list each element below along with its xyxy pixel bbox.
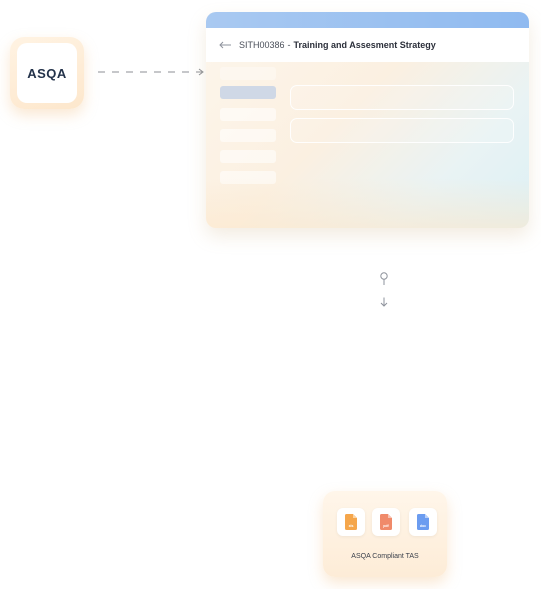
pin-icon [380,272,388,285]
tas-window-preview: SITH00386 - Training and Assesment Strat… [206,12,529,228]
sidebar-item[interactable] [220,108,276,121]
content-field[interactable] [290,118,514,143]
page-title: Training and Assesment Strategy [293,40,436,50]
course-code: SITH00386 [239,40,285,50]
sidebar-item[interactable] [220,150,276,163]
doc-file-icon[interactable]: doc [409,508,437,536]
content-field[interactable] [290,85,514,110]
files-caption: ASQA Compliant TAS [351,553,419,560]
asqa-logo: ASQA [17,43,77,103]
asqa-logo-text: ASQA [27,65,67,81]
sidebar-item-active[interactable] [220,86,276,99]
file-type-label: xls [348,524,354,528]
arrow-down-icon [380,297,388,307]
file-type-label: pdf [383,524,389,528]
sidebar-item[interactable] [220,171,276,184]
window-header: SITH00386 - Training and Assesment Strat… [206,28,529,62]
sidebar-item[interactable] [220,129,276,142]
sidebar-item[interactable] [220,67,276,80]
asqa-logo-card: ASQA [10,37,84,109]
arrow-left-icon[interactable] [219,41,231,49]
output-files-card: xls pdf doc ASQA Compliant TAS [323,491,447,577]
pdf-file-icon[interactable]: pdf [372,508,400,536]
xls-file-icon[interactable]: xls [337,508,365,536]
dashed-arrow-connector [98,68,204,76]
window-topbar [206,12,529,28]
file-type-label: doc [419,524,427,528]
title-separator: - [287,40,291,50]
